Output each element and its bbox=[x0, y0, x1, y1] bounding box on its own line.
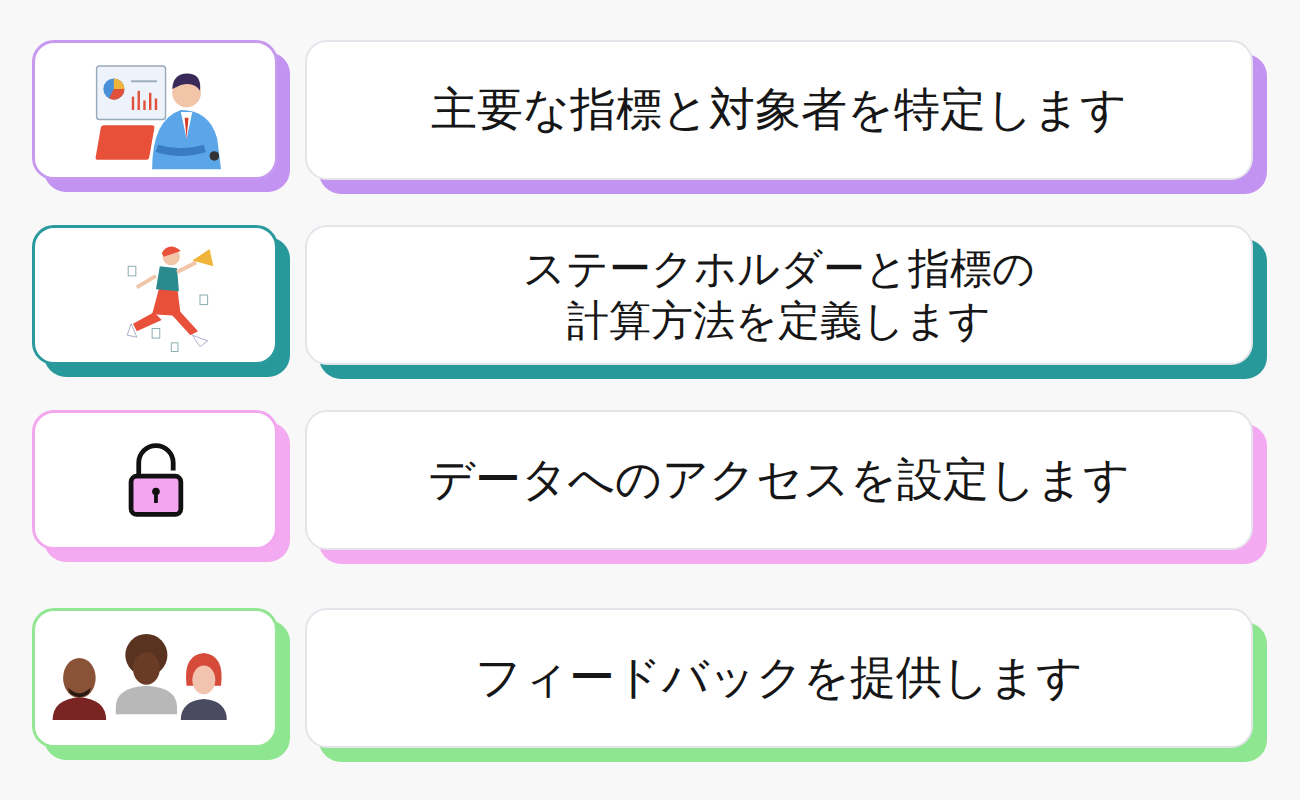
icon-panel bbox=[32, 410, 278, 550]
step-label: ステークホルダーと指標の 計算方法を定義します bbox=[307, 243, 1251, 348]
step-box: 主要な指標と対象者を特定します bbox=[305, 40, 1253, 180]
step-box: データへのアクセスを設定します bbox=[305, 410, 1253, 550]
step-label: データへのアクセスを設定します bbox=[428, 451, 1130, 509]
step-box: フィードバックを提供します bbox=[305, 608, 1253, 748]
analyst-illustration bbox=[35, 43, 275, 177]
step-label: フィードバックを提供します bbox=[475, 649, 1083, 707]
icon-panel bbox=[32, 40, 278, 180]
lock-icon bbox=[35, 413, 275, 547]
step-box: ステークホルダーと指標の 計算方法を定義します bbox=[305, 225, 1253, 365]
megaphone-runner-illustration bbox=[35, 228, 275, 362]
icon-panel bbox=[32, 608, 278, 748]
people-illustration bbox=[35, 611, 275, 745]
step-label: 主要な指標と対象者を特定します bbox=[431, 81, 1127, 139]
icon-panel bbox=[32, 225, 278, 365]
